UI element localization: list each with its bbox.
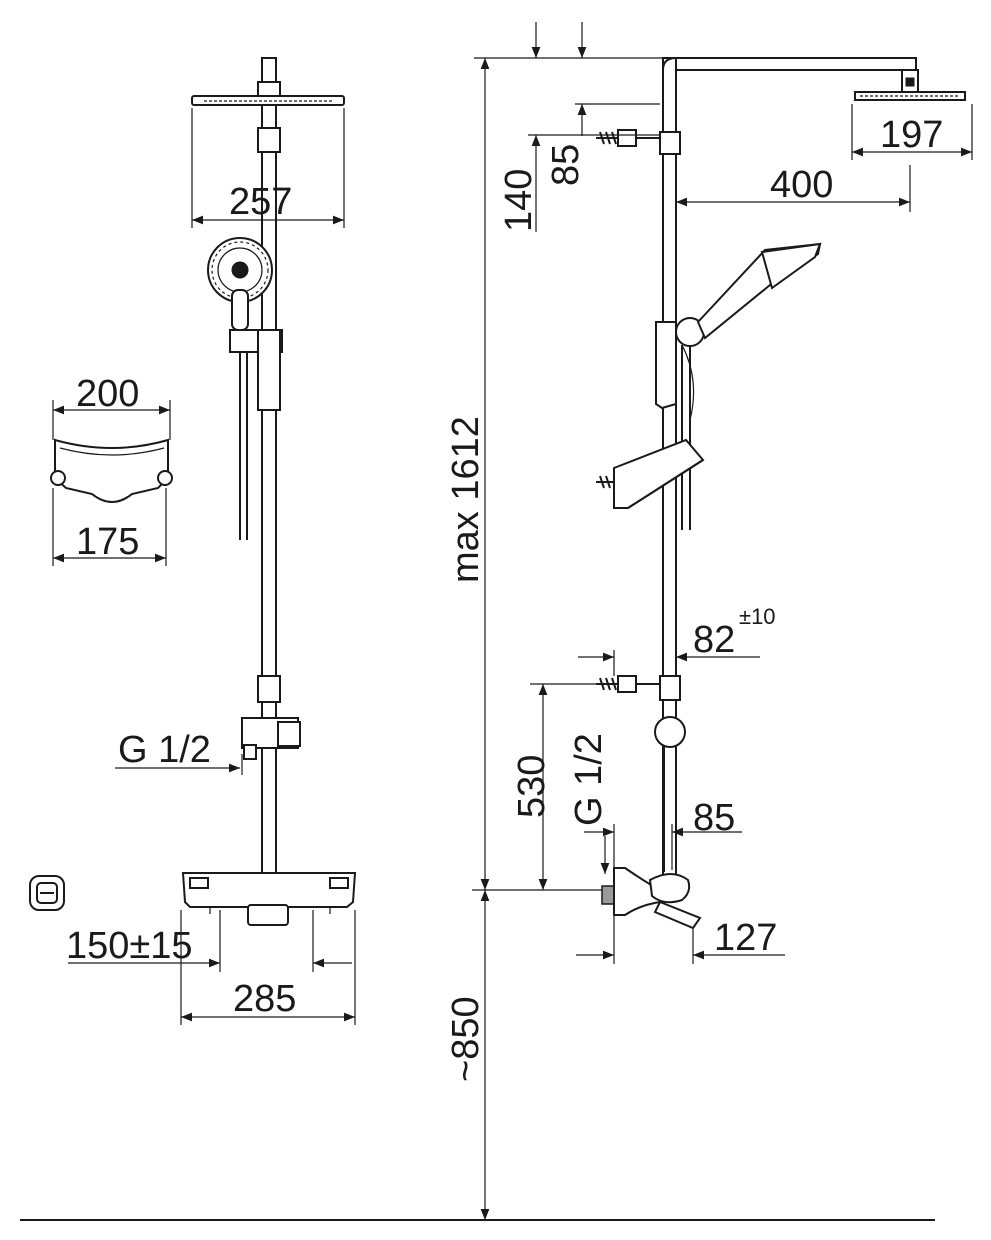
side-dimension-85-bottom: 85 [584,797,742,870]
dim-850-label: ~850 [445,996,487,1082]
front-hand-shower [207,237,283,540]
side-rain-head [854,69,966,101]
dim-200-label: 200 [76,373,139,415]
side-dimension-530: 530 [472,683,602,891]
front-dimension-g-half: G 1/2 [115,729,243,775]
side-hand-shower [655,242,822,530]
side-shower-arm [675,57,917,71]
side-dimension-400: 400 [676,164,911,212]
dim-285-label: 285 [233,978,296,1020]
dim-400-label: 400 [770,164,833,206]
dim-197-label: 197 [880,114,943,156]
side-dimension-82: 82 ±10 [578,604,776,676]
dim-82-label: 82 [693,619,735,661]
dim-257-label: 257 [229,181,292,223]
wall-bracket-icon [29,875,65,911]
side-dimension-127: 127 [576,915,785,964]
dim-85-bottom-label: 85 [693,797,735,839]
front-dimension-200: 200 [52,373,171,440]
dim-82-tolerance-label: ±10 [739,604,776,629]
side-soap-shelf [596,438,705,509]
side-dimension-197: 197 [851,104,973,160]
side-top-wall-bracket [596,129,681,155]
dim-127-label: 127 [714,917,777,959]
dim-140-label: 140 [498,169,540,232]
dim-150-label: 150±15 [66,925,193,967]
g-half-right-label: G 1/2 [568,733,610,826]
side-lower-wall-bracket [596,675,686,872]
side-view [596,57,966,930]
dim-85-top-label: 85 [545,144,587,186]
front-dimension-285: 285 [180,910,356,1025]
front-view [181,57,357,926]
front-lower-bracket [241,717,301,760]
dim-max1612-label: max 1612 [445,416,487,583]
dim-530-label: 530 [511,755,553,818]
side-dimension-140: 140 [498,22,660,232]
side-mixer [601,867,702,930]
dim-175-label: 175 [76,521,139,563]
front-dimension-257: 257 [191,108,345,228]
front-rain-head [191,57,345,106]
side-dimension-85-top: 85 [545,22,660,186]
g-half-left-label: G 1/2 [118,729,211,771]
side-dimension-g-half: G 1/2 [568,733,610,874]
side-dimension-850: ~850 [445,890,490,1220]
side-dimension-max1612: max 1612 [445,57,663,890]
front-dimension-175: 175 [52,488,167,566]
hose-holder-detail [50,438,173,503]
front-dimension-150: 150±15 [66,910,352,972]
front-thermostat-mixer [181,872,357,926]
